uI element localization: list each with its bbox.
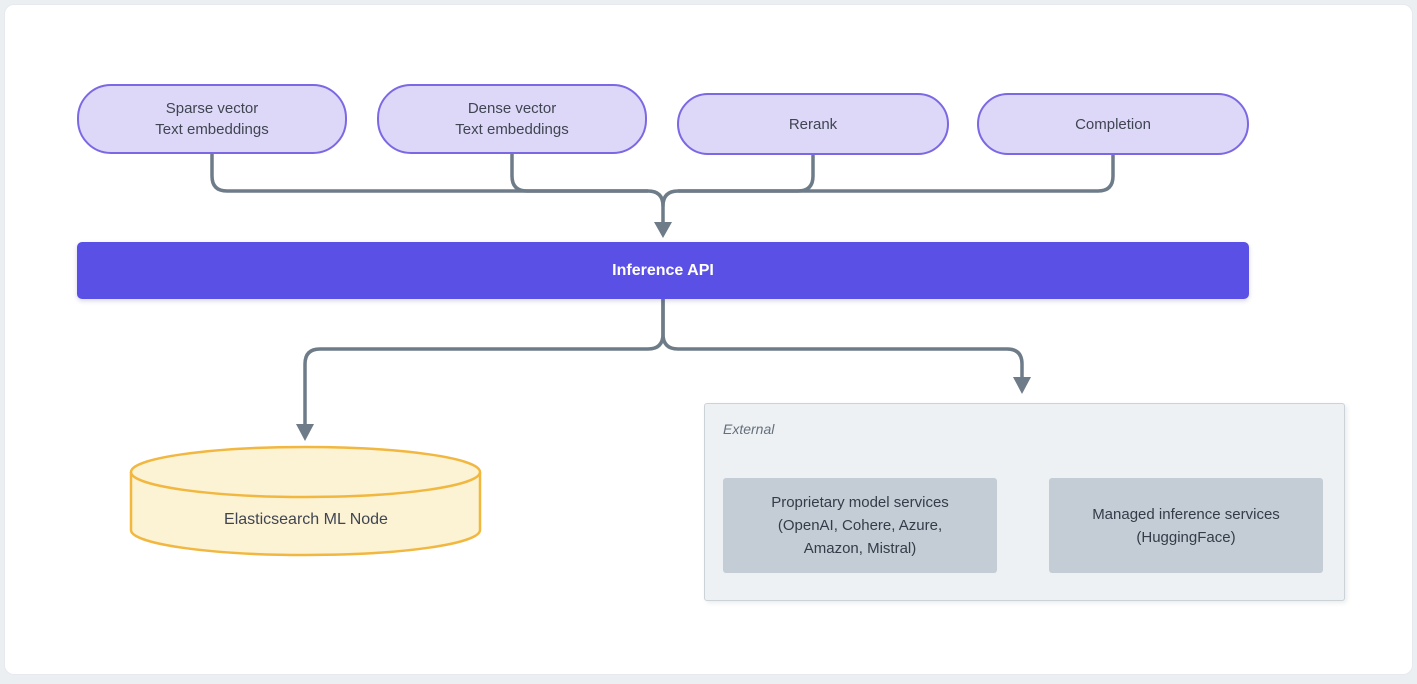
endpoint-label: Dense vector Text embeddings <box>455 100 569 138</box>
elasticsearch-ml-node: Elasticsearch ML Node <box>141 500 471 540</box>
service-label: Proprietary model services (OpenAI, Cohe… <box>771 494 949 557</box>
managed-inference-services-box: Managed inference services (HuggingFace) <box>1049 478 1323 573</box>
endpoint-label: Completion <box>1075 115 1151 133</box>
endpoint-sparse-vector: Sparse vector Text embeddings <box>77 84 347 154</box>
proprietary-model-services-box: Proprietary model services (OpenAI, Cohe… <box>723 478 997 573</box>
service-label: Managed inference services (HuggingFace) <box>1092 505 1280 546</box>
ml-node-label: Elasticsearch ML Node <box>224 511 388 528</box>
endpoint-completion: Completion <box>977 93 1249 155</box>
endpoint-rerank: Rerank <box>677 93 949 155</box>
endpoint-label: Sparse vector Text embeddings <box>155 100 269 138</box>
endpoint-dense-vector: Dense vector Text embeddings <box>377 84 647 154</box>
external-group-label: External <box>723 421 775 437</box>
endpoint-label: Rerank <box>788 115 838 133</box>
inference-api-label: Inference API <box>612 261 714 279</box>
inference-api-bar: Inference API <box>77 242 1249 299</box>
